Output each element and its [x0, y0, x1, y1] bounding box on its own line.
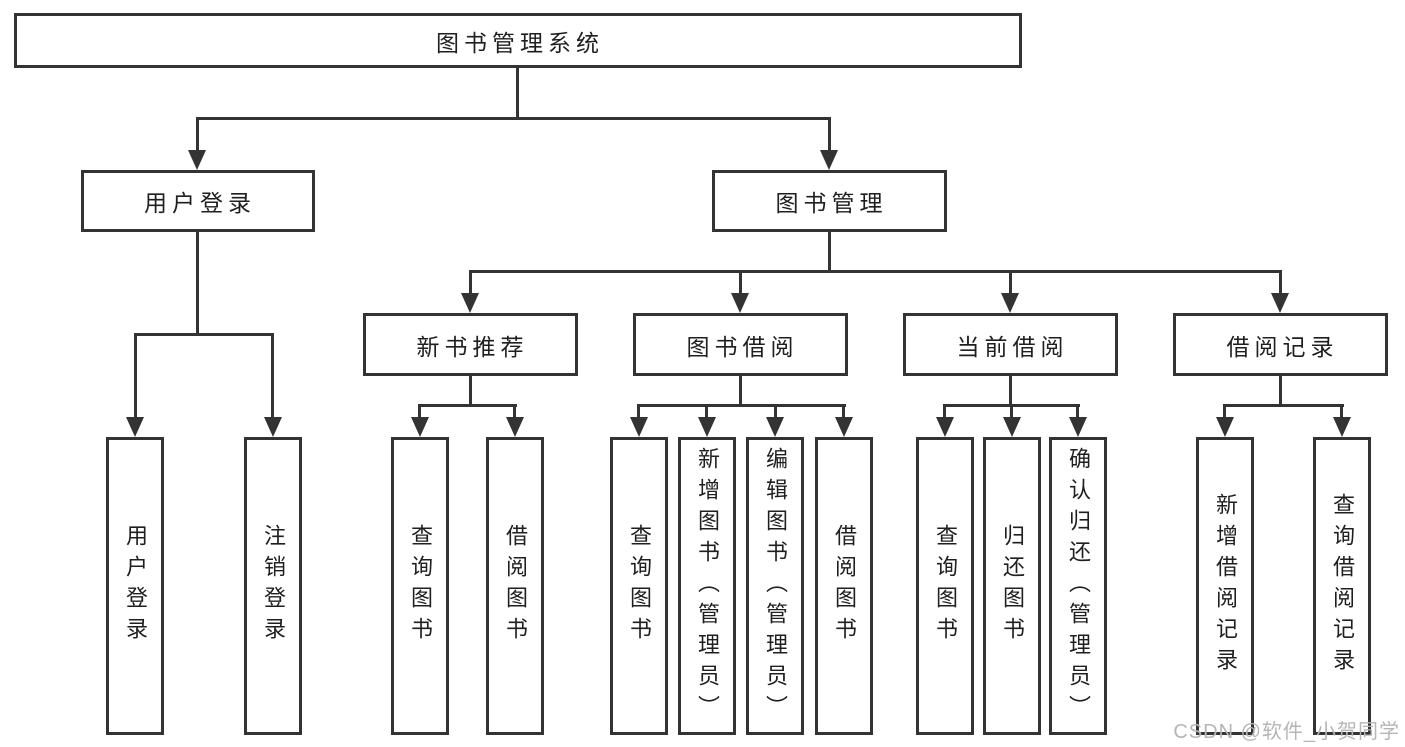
arrowhead-down-icon	[936, 417, 954, 437]
arrowhead-down-icon	[1216, 417, 1234, 437]
node-label: 新增图书（管理员）	[695, 446, 720, 726]
leaf-return-book: 归还图书	[983, 437, 1041, 735]
connector-line	[1223, 404, 1226, 419]
connector-line	[1009, 270, 1012, 295]
arrowhead-down-icon	[1003, 417, 1021, 437]
node-label: 借阅图书	[832, 524, 857, 648]
arrowhead-down-icon	[506, 417, 524, 437]
node-label: 用户登录	[123, 524, 148, 648]
node-book-management: 图书管理	[712, 170, 947, 232]
leaf-add-book-admin: 新增图书（管理员）	[678, 437, 736, 735]
node-label: 查询图书	[408, 524, 433, 648]
connector-line	[705, 404, 708, 419]
node-new-book-recommend: 新书推荐	[363, 313, 578, 376]
connector-line	[271, 333, 274, 419]
node-label: 新书推荐	[416, 333, 529, 360]
arrowhead-down-icon	[1001, 293, 1019, 313]
connector-line	[134, 333, 274, 336]
connector-line	[739, 270, 742, 295]
leaf-query-borrow-record: 查询借阅记录	[1313, 437, 1371, 735]
node-book-borrowing: 图书借阅	[633, 313, 848, 376]
arrowhead-down-icon	[698, 417, 716, 437]
node-label: 确认归还（管理员）	[1066, 446, 1091, 726]
arrowhead-down-icon	[1271, 293, 1289, 313]
leaf-add-borrow-record: 新增借阅记录	[1196, 437, 1254, 735]
node-label: 当前借阅	[956, 333, 1069, 360]
leaf-borrow-books-recommend: 借阅图书	[486, 437, 544, 735]
arrowhead-down-icon	[411, 417, 429, 437]
node-label: 注销登录	[261, 524, 286, 648]
connector-line	[1279, 376, 1282, 407]
connector-line	[469, 270, 1282, 273]
connector-line	[196, 117, 831, 120]
arrowhead-down-icon	[835, 417, 853, 437]
connector-line	[196, 232, 199, 336]
node-label: 归还图书	[1000, 524, 1025, 648]
connector-line	[418, 404, 421, 419]
arrowhead-down-icon	[766, 417, 784, 437]
arrowhead-down-icon	[820, 150, 838, 170]
node-label: 图书管理系统	[436, 29, 604, 56]
connector-line	[513, 404, 516, 419]
leaf-query-books-recommend: 查询图书	[391, 437, 449, 735]
arrowhead-down-icon	[1069, 417, 1087, 437]
leaf-query-books-current: 查询图书	[916, 437, 974, 735]
arrowhead-down-icon	[731, 293, 749, 313]
connector-line	[943, 404, 946, 419]
node-label: 图书管理	[775, 190, 888, 216]
arrowhead-down-icon	[630, 417, 648, 437]
arrowhead-down-icon	[1333, 417, 1351, 437]
leaf-user-login: 用户登录	[106, 437, 164, 735]
connector-line	[828, 232, 831, 273]
connector-line	[739, 376, 742, 407]
connector-line	[196, 117, 199, 153]
connector-line	[637, 404, 640, 419]
connector-line	[1010, 404, 1013, 419]
connector-line	[1223, 404, 1344, 407]
arrowhead-down-icon	[264, 417, 282, 437]
node-label: 编辑图书（管理员）	[763, 446, 788, 726]
node-borrowing-records: 借阅记录	[1173, 313, 1388, 376]
connector-line	[637, 404, 846, 407]
node-label: 图书借阅	[686, 333, 799, 360]
connector-line	[774, 404, 777, 419]
connector-line	[842, 404, 845, 419]
connector-line	[1009, 376, 1012, 407]
connector-line	[418, 404, 517, 407]
node-label: 查询图书	[627, 524, 652, 648]
connector-line	[1279, 270, 1282, 295]
node-label: 借阅记录	[1226, 333, 1339, 360]
leaf-logout: 注销登录	[244, 437, 302, 735]
connector-line	[1340, 404, 1343, 419]
leaf-edit-book-admin: 编辑图书（管理员）	[746, 437, 804, 735]
connector-line	[828, 117, 831, 153]
node-label: 用户登录	[144, 190, 256, 216]
leaf-query-books-borrowing: 查询图书	[610, 437, 668, 735]
node-current-borrowing: 当前借阅	[903, 313, 1118, 376]
node-label: 借阅图书	[503, 524, 528, 648]
leaf-confirm-return-admin: 确认归还（管理员）	[1049, 437, 1107, 735]
arrowhead-down-icon	[126, 417, 144, 437]
node-label: 新增借阅记录	[1213, 493, 1238, 679]
node-user-login: 用户登录	[81, 170, 315, 232]
connector-line	[1076, 404, 1079, 419]
arrowhead-down-icon	[461, 293, 479, 313]
connector-line	[516, 68, 519, 119]
arrowhead-down-icon	[188, 150, 206, 170]
leaf-borrow-books-borrowing: 借阅图书	[815, 437, 873, 735]
connector-line	[469, 270, 472, 295]
node-library-management-system: 图书管理系统	[14, 13, 1022, 68]
node-label: 查询借阅记录	[1330, 493, 1355, 679]
csdn-watermark: CSDN @软件_小贺同学	[1173, 721, 1400, 743]
node-label: 查询图书	[933, 524, 958, 648]
connector-line	[134, 333, 137, 419]
connector-line	[469, 376, 472, 407]
